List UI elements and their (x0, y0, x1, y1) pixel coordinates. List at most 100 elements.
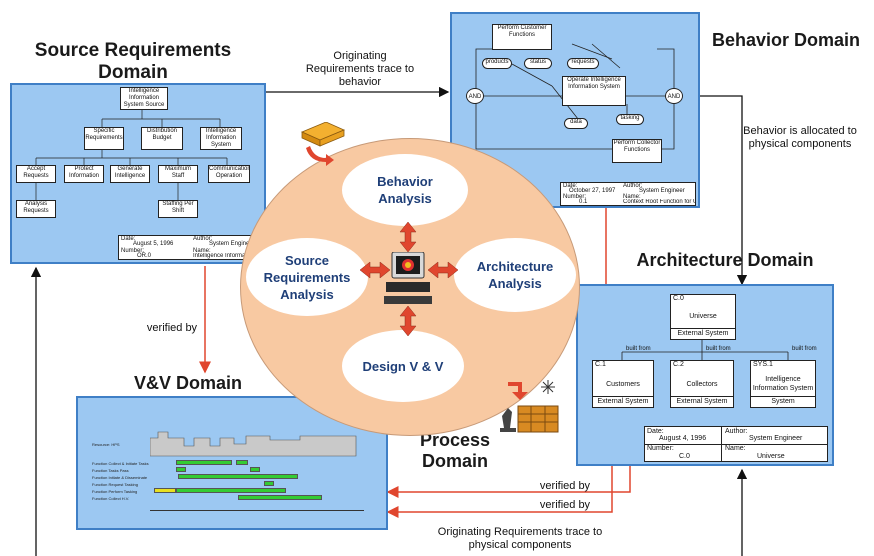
behavior-allocated-note: Behavior is allocated to physical compon… (743, 125, 857, 150)
arch-customers-id: C.1 (595, 361, 606, 368)
vv-bar-2 (236, 460, 248, 465)
verified-by-note-2: verified by (539, 499, 591, 511)
source-footer-date-label: Date: (121, 236, 136, 242)
arch-footer-date: August 4, 1996 (659, 435, 707, 442)
vv-bar-6 (264, 481, 274, 486)
source-footer-date: August 5, 1996 (133, 241, 174, 247)
arch-iis-id: SYS.1 (753, 361, 773, 368)
source-requirements-analysis-ellipse: Source Requirements Analysis (246, 238, 368, 316)
vv-domain-title: V&V Domain (133, 373, 243, 393)
arch-footer-number: C.0 (679, 453, 690, 460)
arch-customers-box: C.1 Customers External System (592, 360, 654, 408)
process-domain-title: Process Domain (419, 430, 491, 471)
vv-row-label-1: Resource: HPS (92, 442, 120, 447)
vv-bar-4 (250, 467, 260, 472)
arch-footer-name: Universe (757, 453, 785, 460)
arch-iis-box: SYS.1 Intelligence Information System Sy… (750, 360, 816, 408)
arch-universe-type: External System (671, 328, 735, 339)
vv-row-label-5: Function Request Tasking (92, 482, 138, 487)
source-footer-author-label: Author: (193, 236, 213, 242)
source-footer-number-label: Number: (121, 248, 145, 254)
vv-bar-1 (176, 460, 232, 465)
behavior-middle-function: Operate Intelligence Information System (562, 76, 626, 106)
behavior-top-function: Perform Customer Functions (492, 24, 552, 50)
source-level2-node-4: Maximum Staff (158, 165, 198, 183)
arch-iis-name: Intelligence Information System (752, 376, 814, 392)
behavior-item-tasking: tasking (616, 114, 644, 125)
arch-rel-label-2: built from (706, 346, 731, 352)
arch-footer-number-label: Number: (647, 445, 674, 452)
arch-rel-label-3: built from (792, 346, 817, 352)
arch-footer: Date: August 4, 1996 Author: System Engi… (644, 426, 828, 462)
verified-by-left-note: verified by (146, 322, 198, 334)
vv-row-label-3: Function Tasks Pass (92, 468, 129, 473)
behavior-bottom-function: Perform Collector Functions (612, 139, 662, 163)
behavior-analysis-label: Behavior Analysis (377, 174, 433, 206)
arch-customers-name: Customers (606, 381, 640, 388)
vv-bar-9 (238, 495, 322, 500)
design-vv-label: Design V & V (362, 358, 444, 374)
arch-collectors-name: Collectors (686, 381, 718, 388)
vv-bar-7 (154, 488, 176, 493)
vv-row-label-2: Function Collect & Initiate Tasks (92, 461, 149, 466)
behavior-item-data: data (564, 118, 588, 129)
behavior-footer-name-label: Name: (623, 194, 641, 200)
vv-row-label-6: Function Perform Tasking (92, 489, 138, 494)
source-level2-node-2: Protect Information (64, 165, 104, 183)
behavior-footer-author-label: Author: (623, 183, 643, 189)
source-footer-name: Intelligence Information System Source R… (193, 253, 261, 259)
source-root-node: Intelligence Information System Source R… (120, 87, 168, 110)
originating-trace-physical-note: Originating Requirements trace to physic… (437, 526, 603, 551)
behavior-footer-number-label: Number: (563, 194, 587, 200)
architecture-analysis-ellipse: Architecture Analysis (454, 238, 576, 312)
source-requirements-title: Source Requirements Domain (34, 40, 232, 83)
behavior-and-node-right: AND (665, 88, 683, 104)
source-requirements-panel: Intelligence Information System Source R… (10, 83, 266, 264)
behavior-analysis-ellipse: Behavior Analysis (342, 154, 468, 226)
source-footer-number: OR.0 (137, 253, 152, 259)
vv-time-axis (150, 510, 364, 511)
behavior-footer-date-label: Date: (563, 183, 578, 189)
design-vv-ellipse: Design V & V (342, 330, 464, 402)
behavior-item-products: products (482, 58, 512, 69)
verified-by-1-arrow (386, 466, 631, 498)
behavior-footer-date: October 27, 1997 (569, 188, 616, 194)
architecture-tree-lines (621, 340, 789, 360)
vv-row-label-4: Function Initiate & Disseminate (92, 475, 148, 480)
source-level1-node-1: Specific Requirements (84, 127, 124, 150)
behavior-item-status: status (524, 58, 552, 69)
vv-row-label-7: Function Collect H.V. (92, 496, 130, 501)
behavior-footer-number: 0.1 (579, 199, 588, 205)
behavior-footer-name: Context Root Function for Universe (623, 199, 695, 205)
behavior-and-node-left: AND (466, 88, 484, 104)
verified-by-2-arrow (386, 466, 613, 518)
arch-collectors-id: C.2 (673, 361, 684, 368)
arch-iis-type: System (751, 396, 815, 407)
arch-customers-type: External System (593, 396, 653, 407)
arch-universe-name: Universe (689, 313, 717, 320)
arch-universe-box: C.0 Universe External System (670, 294, 736, 340)
source-tree-lines (35, 110, 228, 200)
architecture-analysis-label: Architecture Analysis (476, 259, 554, 291)
source-footer: Date: August 5, 1996 Author: System Engi… (118, 235, 262, 260)
document-stack-icon (298, 121, 348, 166)
behavior-domain-title: Behavior Domain (711, 30, 861, 50)
architecture-panel: C.0 Universe External System built from … (576, 284, 834, 466)
source-level2-node-3: Generate Intelligence (110, 165, 150, 183)
computer-icon (384, 251, 432, 306)
source-level2-node-5: Communication Operation (208, 165, 250, 183)
source-requirements-analysis-label: Source Requirements Analysis (263, 252, 351, 302)
arch-rel-label-1: built from (626, 346, 651, 352)
arch-footer-author: System Engineer (749, 435, 803, 442)
arch-footer-name-label: Name: (725, 445, 746, 452)
behavior-item-requests: requests (567, 58, 599, 69)
source-level1-node-2: Distribution Budget (141, 127, 183, 150)
source-level3-node-1: Analysis Requests (16, 200, 56, 218)
verified-by-note-1: verified by (539, 480, 591, 492)
vv-bar-8 (176, 488, 286, 493)
pallet-crate-icon (498, 378, 570, 436)
source-footer-author: System Engineer (209, 241, 255, 247)
vv-bar-3 (176, 467, 186, 472)
arch-footer-author-label: Author: (725, 428, 748, 435)
